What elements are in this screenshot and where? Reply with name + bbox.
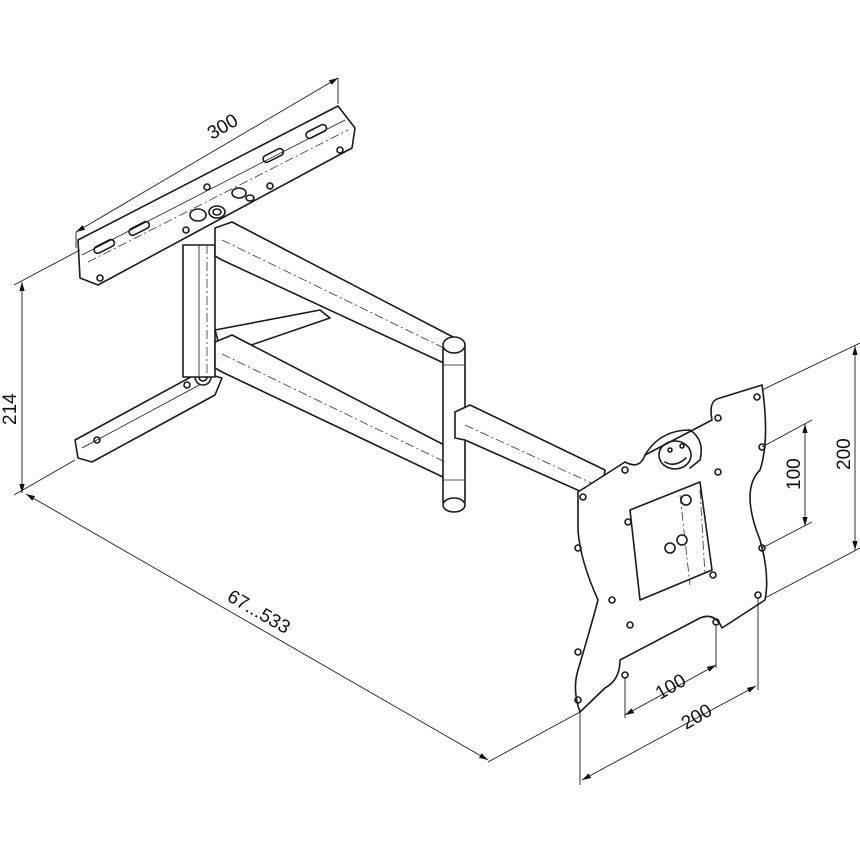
label-300: 300	[204, 110, 242, 144]
arm-hinge	[442, 336, 466, 513]
label-200-vertical: 200	[834, 438, 855, 470]
dimension-vesa-horizontal-200	[579, 598, 759, 785]
label-100-horizontal: 100	[652, 670, 690, 704]
vesa-plate	[574, 384, 768, 713]
dimension-vesa-vertical-100	[761, 419, 813, 549]
label-200-horizontal: 200	[678, 700, 716, 734]
dimension-300	[75, 77, 339, 248]
dimension-arm-extension	[25, 493, 581, 763]
dimension-vesa-vertical-200	[761, 342, 860, 599]
label-67-533: 67...533	[224, 586, 294, 639]
vertical-post	[182, 244, 216, 378]
lower-wall-plate	[74, 368, 223, 463]
extension-arm	[454, 404, 606, 501]
label-214: 214	[0, 393, 21, 425]
dimension-214	[13, 249, 81, 496]
lower-arm	[214, 334, 451, 479]
label-100-vertical: 100	[784, 458, 805, 490]
